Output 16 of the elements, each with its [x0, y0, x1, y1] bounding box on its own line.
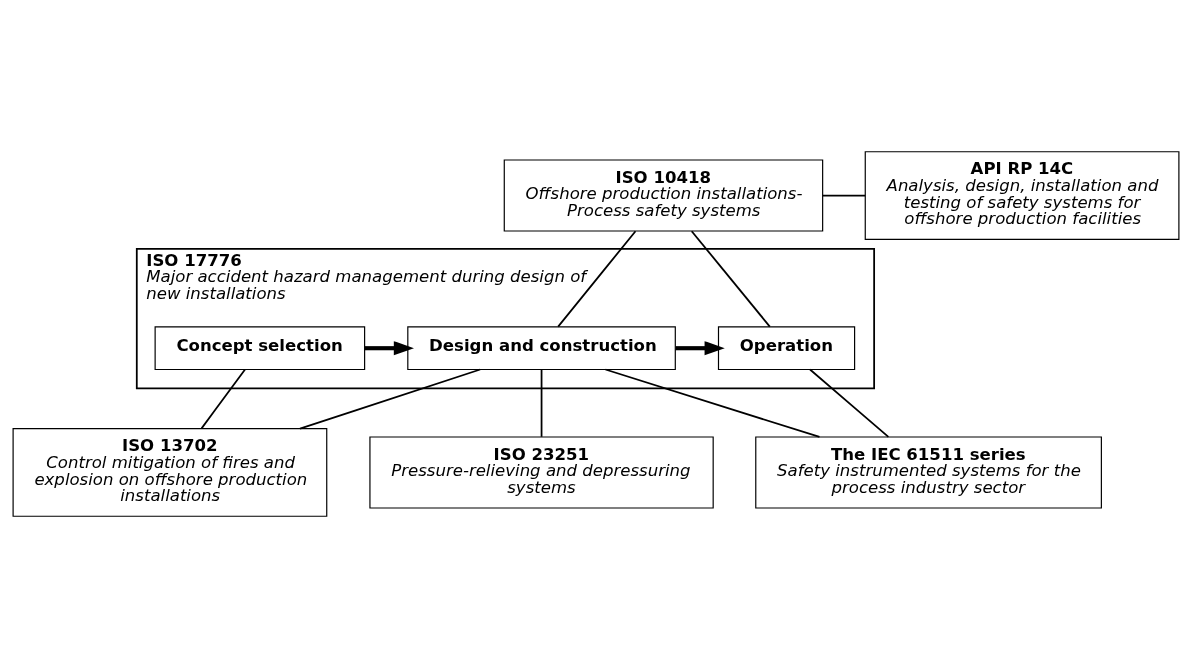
- connector: [540, 368, 543, 438]
- node-box: Design and construction: [407, 326, 676, 371]
- node-box: ISO 10418 Offshore production installations- Process safety systems: [503, 159, 824, 232]
- arrow: [675, 341, 725, 356]
- node-box: Concept selection: [154, 326, 366, 371]
- node-box: API RP 14C Analysis, design, installation and testing of safety systems for offshore production facilities: [864, 151, 1180, 240]
- node-box: The IEC 61511 series Safety instrumented systems for the process industry sector: [755, 436, 1102, 509]
- node-box: ISO 23251 Pressure-relieving and depressuring systems: [369, 436, 714, 509]
- connector: [809, 368, 890, 438]
- arrow: [364, 341, 414, 356]
- node-box: ISO 13702 Control mitigation of fires and explosion on offshore production installations: [12, 428, 328, 517]
- connector: [557, 230, 637, 328]
- connector: [821, 194, 867, 197]
- connector: [200, 368, 246, 430]
- connector: [690, 230, 771, 328]
- node-box: Operation: [717, 326, 856, 371]
